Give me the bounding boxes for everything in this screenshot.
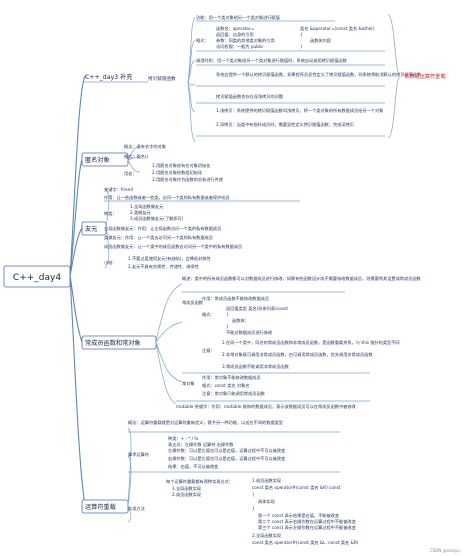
svg-text:作用：常成员函数不能修改数据成员: 作用：常成员函数不能修改数据成员 [202, 295, 269, 302]
svg-text:}: } [300, 44, 303, 49]
root-node[interactable]: C++_day4 [3, 265, 71, 288]
svg-text:返回值：自身的引用: 返回值：自身的引用 [216, 31, 254, 38]
svg-text:关键字：friend: 关键字：friend [104, 186, 133, 193]
svg-text:实现方法: 实现方法 [128, 505, 145, 512]
svg-text:参数：同类的其他类对象的引用: 参数：同类的其他类对象的引用 [216, 37, 275, 44]
svg-text:1.用匿名对象给有名对象初始化: 1.用匿名对象给有名对象初始化 [152, 162, 211, 169]
svg-text:作用：常对象不能修改数据成员: 作用：常对象不能修改数据成员 [202, 374, 261, 381]
svg-text:{: { [252, 492, 255, 497]
svg-text:友元: 友元 [85, 225, 97, 233]
svg-text:每个运算符重载都有两种实现方式：: 每个运算符重载都有两种实现方式： [166, 478, 233, 485]
svg-text:种类：+ - * / %: 种类：+ - * / % [168, 435, 198, 442]
svg-text:2.全局函数实现: 2.全局函数实现 [252, 532, 281, 539]
svg-text:拷贝赋值函数: 拷贝赋值函数 [148, 75, 176, 82]
svg-text:1.浅拷贝：系统提供的拷贝赋值函数叫浅拷贝，将一个类对象的所: 1.浅拷贝：系统提供的拷贝赋值函数叫浅拷贝，将一个类对象的所有数据成员给另一个对… [216, 107, 383, 114]
svg-text:1.全局函数做友元: 1.全局函数做友元 [130, 203, 163, 210]
svg-text:3.用匿名对象作为函数的实参进行传递: 3.用匿名对象作为函数的实参进行传递 [152, 176, 224, 183]
svg-text:小结：: 小结： [104, 259, 117, 266]
svg-text:概念：运算符重载就是对运算符重新定义，赋予另一种功能，以适应: 概念：运算符重载就是对运算符重新定义，赋予另一种功能，以适应不同的数据类型 [128, 419, 283, 426]
svg-text:函数体内容: 函数体内容 [310, 37, 331, 44]
svg-text:格式：const 类名 对象名: 格式：const 类名 对象名 [202, 382, 250, 389]
svg-text:第一个 const 表示结果是右值，不能被改变: 第一个 const 表示结果是右值，不能被改变 [258, 512, 339, 519]
svg-text:第三个 const 表示左操作数在运算过程中不能被改变: 第三个 const 表示左操作数在运算过程中不能被改变 [258, 524, 356, 531]
svg-text:全局函数做友元：作用：让全局函数访问一个类的私有数据成员: 全局函数做友元：作用：让全局函数访问一个类的私有数据成员 [104, 225, 221, 232]
svg-text:系统会提供一个默认的拷贝赋值函数，如果程序员显性定义了拷贝赋: 系统会提供一个默认的拷贝赋值函数，如果程序员显性定义了拷贝赋值函数，则系统将取消… [216, 71, 422, 78]
branch4-details: 概述：类中的所有成员函数都可以对数据成员进行修改，如果有些函数设计成不需要修改数… [176, 275, 422, 410]
svg-text:调用时机：用一个类对象给另一个类对象进行赋值时，系统自动调用: 调用时机：用一个类对象给另一个类对象进行赋值时，系统自动调用拷贝赋值函数 [196, 57, 348, 64]
svg-text:2.成员函数实现: 2.成员函数实现 [172, 491, 201, 498]
svg-text:种类：: 种类： [104, 210, 117, 217]
main-edges [69, 75, 86, 507]
watermark: CSDN @xiaoyu [430, 548, 460, 553]
svg-text:}: } [252, 506, 255, 511]
svg-text:格式：: 格式： [202, 311, 215, 318]
svg-text:左操作数：可以是左值也可以是右值，运算过程中不可以被改变: 左操作数：可以是左值也可以是右值，运算过程中不可以被改变 [168, 447, 285, 454]
svg-text:概念：没有名字的对象: 概念：没有名字的对象 [124, 143, 166, 150]
branch3-details: 关键字：friend 作用：让一些函数或者一些类，访问一个类的私有数据或者保护成… [104, 186, 300, 270]
svg-text:2.用匿名对象给数组初始化: 2.用匿名对象给数组初始化 [152, 169, 203, 176]
svg-text:1.在同一个类中，同名的常成员函数和非常成员函数，是函数重载: 1.在同一个类中，同名的常成员函数和非常成员函数，是函数重载关系，与 this … [222, 339, 400, 346]
svg-text:用处：: 用处： [124, 170, 137, 177]
svg-text:访问权限：一般为 public: 访问权限：一般为 public [216, 43, 264, 50]
svg-text:注意：常对象只能调用常成员函数: 注意：常对象只能调用常成员函数 [202, 390, 266, 397]
svg-text:常对象: 常对象 [182, 380, 195, 387]
svg-text:{: { [300, 32, 303, 37]
svg-text:概述：类中的所有成员函数都可以对数据成员进行修改，如果有些函: 概述：类中的所有成员函数都可以对数据成员进行修改，如果有些函数设计成不需要修改数… [182, 275, 422, 282]
branch-friend[interactable]: 友元 [81, 189, 110, 269]
branch-day3-supplement[interactable]: C++_day3 补充 [84, 73, 138, 83]
branch-const-member[interactable]: 常成员函数和常对象 [81, 283, 183, 405]
svg-text:算术运算符: 算术运算符 [128, 451, 149, 458]
svg-text:2.类做友元: 2.类做友元 [130, 209, 151, 216]
svg-text:功能：用一个类对象给另一个类对象进行赋值: 功能：用一个类对象给另一个类对象进行赋值 [196, 14, 280, 21]
svg-text:const 类名 operator#(const 类名 &R: const 类名 operator#(const 类名 &R) const [252, 484, 341, 491]
svg-text:表达式：左操作数 运算符 右操作数: 表达式：左操作数 运算符 右操作数 [168, 441, 234, 448]
svg-text:第二个 const 表示右操作数在运算过程中不能被改变: 第二个 const 表示右操作数在运算过程中不能被改变 [258, 518, 356, 525]
svg-text:2.友元不具有交换性、传递性、继承性: 2.友元不具有交换性、传递性、继承性 [128, 263, 199, 270]
svg-text:const 类名 operator#(const 类名 &L: const 类名 operator#(const 类名 &L, const 类名… [252, 539, 359, 546]
branch-anonymous-object[interactable]: 匿名对象 [81, 145, 141, 173]
svg-text:1.不要过度使用友元(有缺陷)，会降低封装性: 1.不要过度使用友元(有缺陷)，会降低封装性 [128, 255, 211, 262]
svg-text:常成员函数: 常成员函数 [182, 299, 204, 306]
svg-text:3.成员函数做友元(了解即可): 3.成员函数做友元(了解即可) [130, 215, 184, 222]
svg-text:常成员函数和常对象: 常成员函数和常对象 [85, 339, 141, 347]
svg-text:类名 &operator=(const 类名 &other): 类名 &operator=(const 类名 &other) [300, 25, 375, 32]
svg-text:1.全局函数实现: 1.全局函数实现 [172, 485, 201, 492]
svg-text:{: { [226, 312, 229, 317]
svg-text:1.成员函数实现: 1.成员函数实现 [252, 477, 281, 484]
svg-text:函数体；: 函数体； [232, 317, 249, 324]
svg-text:注意：: 注意： [202, 347, 215, 354]
svg-text:类做友元：作用：让一个类去访问另一个类的私有数据成员: 类做友元：作用：让一个类去访问另一个类的私有数据成员 [104, 234, 213, 241]
svg-text:右操作数：可以是左值也可以是右值，运算过程中不可以被改变: 右操作数：可以是左值也可以是右值，运算过程中不可以被改变 [168, 455, 285, 462]
branch-operator-overload[interactable]: 运算符重载 [81, 427, 132, 523]
svg-text:2.非常对象既可调用非常成员函数，也可调用常成员函数，优先调: 2.非常对象既可调用非常成员函数，也可调用常成员函数，优先调用非常成员函数 [222, 351, 373, 358]
svg-text:2.深拷贝：当类中有指针成员时，需要显性定义拷贝赋值函数，完: 2.深拷贝：当类中有指针成员时，需要显性定义拷贝赋值函数，完成深拷贝 [216, 121, 354, 128]
svg-text:3.常成员函数不能调用非常成员函数: 3.常成员函数不能调用非常成员函数 [222, 363, 290, 370]
svg-text:}: } [226, 324, 229, 329]
svg-text:返回值类型 类名(形参列表)const: 返回值类型 类名(形参列表)const [226, 305, 288, 312]
svg-text:不能对数据成员进行修改: 不能对数据成员进行修改 [226, 329, 273, 336]
svg-text:结果：右值，不可以被改变: 结果：右值，不可以被改变 [168, 463, 218, 470]
svg-text:作用：让一些函数或者一些类，访问一个类的私有数据或者保护成员: 作用：让一些函数或者一些类，访问一个类的私有数据或者保护成员 [104, 194, 230, 201]
svg-text:函数名：operator=: 函数名：operator= [216, 25, 255, 32]
svg-text:格式：: 格式： [196, 37, 209, 44]
branch1-details: 功能：用一个类对象给另一个类对象进行赋值 格式： 函数名：operator= 返… [196, 14, 422, 137]
bracket-note [387, 14, 401, 139]
branch2-details: 概念：没有名字的对象 格式：类名() 用处： 1.用匿名对象给有名对象初始化 2… [124, 143, 224, 183]
node-copy-assign[interactable]: 拷贝赋值函数 [138, 16, 196, 143]
svg-text:成员函数做友元：让一个类中的成员函数去访问另一个类中的私有数: 成员函数做友元：让一个类中的成员函数去访问另一个类中的私有数据成员 [104, 243, 242, 250]
svg-text:拷贝赋值函数也存在深浅拷贝的问题: 拷贝赋值函数也存在深浅拷贝的问题 [216, 93, 284, 100]
svg-text:C++_day3 补充: C++_day3 补充 [85, 73, 132, 81]
svg-text:格式：类名(): 格式：类名() [124, 153, 149, 160]
operator-overload-note: 本质是运算符重载 [404, 72, 446, 80]
branch5-details: 概念：运算符重载就是对运算符重新定义，赋予另一种功能，以适应不同的数据类型 算术… [128, 419, 359, 546]
svg-text:匿名对象: 匿名对象 [85, 156, 110, 164]
svg-text:具体实现: 具体实现 [258, 498, 275, 505]
svg-text:运算符重载: 运算符重载 [85, 503, 116, 511]
svg-text:C++_day4: C++_day4 [13, 273, 61, 283]
svg-text:mutable 关键字：作用：mutable 修饰的数据成员: mutable 关键字：作用：mutable 修饰的数据成员，表示该数据成员可以… [176, 403, 357, 410]
